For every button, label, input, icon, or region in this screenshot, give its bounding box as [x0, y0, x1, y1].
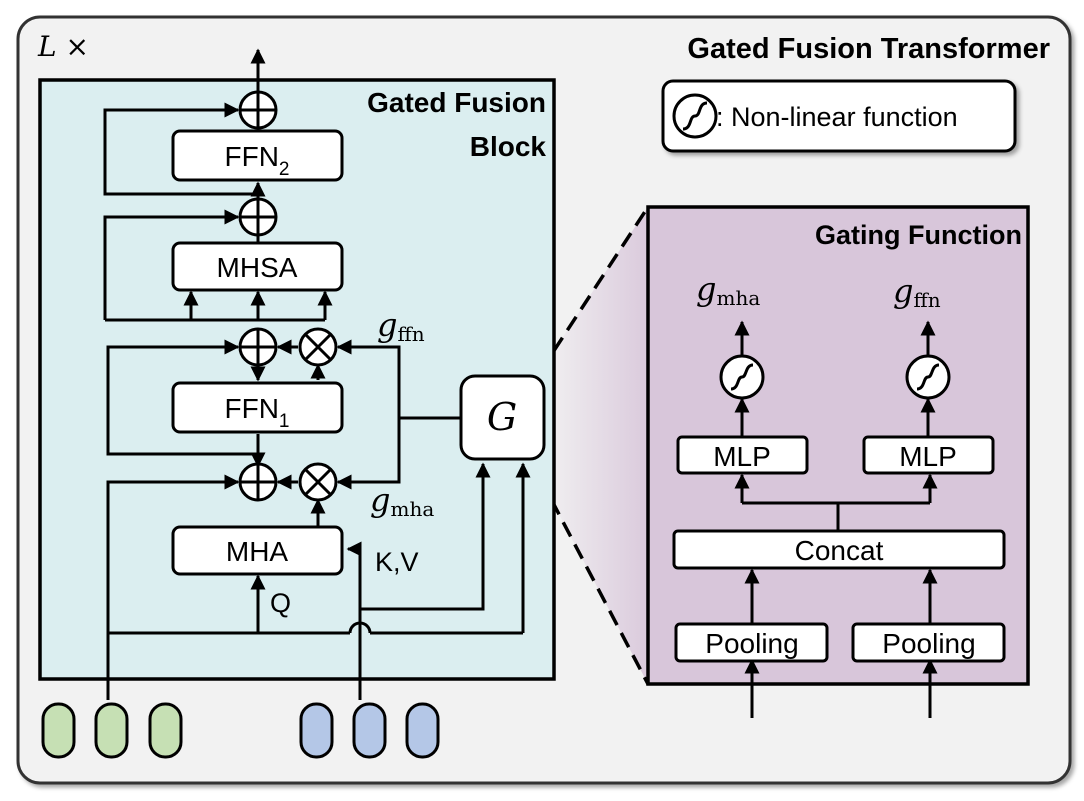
gating-title: Gating Function: [815, 220, 1022, 250]
green-token: [94, 702, 129, 759]
ffn2-sub: 2: [279, 159, 290, 180]
mlp-left-label: MLP: [713, 441, 771, 472]
green-token: [148, 702, 183, 759]
concat-label: Concat: [795, 535, 884, 566]
pooling-left-label: Pooling: [705, 628, 798, 659]
blue-token: [299, 702, 334, 759]
pooling-right-box: Pooling: [851, 622, 1006, 663]
blue-token: [405, 702, 440, 759]
add-node-mha: [238, 462, 278, 502]
add-node-ffn1: [238, 327, 278, 367]
outer-title: Gated Fusion Transformer: [687, 33, 1050, 65]
svg-text:FFN2: FFN2: [224, 141, 289, 180]
ffn1-label: FFN: [224, 393, 278, 424]
gating-g-mha-label: gmha: [696, 270, 760, 310]
q-label: Q: [270, 588, 291, 618]
mlp-right-box: MLP: [862, 435, 995, 475]
zoom-fan: [540, 207, 648, 684]
mha-label: MHA: [226, 536, 289, 567]
mlp-left-box: MLP: [676, 435, 809, 475]
pooling-right-label: Pooling: [882, 628, 975, 659]
repeat-label: L ×: [37, 30, 89, 63]
mha-box: MHA: [171, 525, 344, 576]
concat-box: Concat: [672, 529, 1006, 570]
gating-g-ffn-label: gffn: [893, 272, 941, 312]
legend: : Non-linear function: [661, 79, 1017, 153]
ffn2-box: FFN2: [171, 129, 344, 182]
add-node-mhsa: [238, 197, 278, 237]
green-tokens: [41, 702, 183, 759]
gate-node-label: G: [487, 395, 517, 439]
gate-node: G: [459, 374, 546, 461]
multiply-node-ffn: [298, 327, 338, 367]
g-ffn-label: gffn: [377, 306, 425, 346]
pooling-left-box: Pooling: [674, 622, 829, 663]
ffn1-sub: 1: [279, 411, 290, 432]
svg-text:FFN1: FFN1: [224, 393, 289, 432]
blue-tokens: [299, 702, 440, 759]
ffn1-box: FFN1: [171, 381, 344, 434]
blue-token: [352, 702, 387, 759]
multiply-node-mha: [298, 462, 338, 502]
mlp-right-label: MLP: [899, 441, 957, 472]
nonlinear-left-icon: [719, 354, 765, 400]
mhsa-box: MHSA: [171, 241, 344, 292]
green-token: [41, 702, 76, 759]
kv-label: K,V: [375, 547, 419, 577]
legend-text: : Non-linear function: [716, 102, 958, 132]
ffn2-label: FFN: [224, 141, 278, 172]
block-title-line1: Gated Fusion: [367, 87, 546, 118]
mhsa-label: MHSA: [217, 252, 298, 283]
g-mha-label: gmha: [370, 481, 434, 521]
add-node-top: [238, 90, 278, 130]
nonlinear-right-icon: [905, 354, 951, 400]
block-title-line2: Block: [470, 131, 547, 162]
